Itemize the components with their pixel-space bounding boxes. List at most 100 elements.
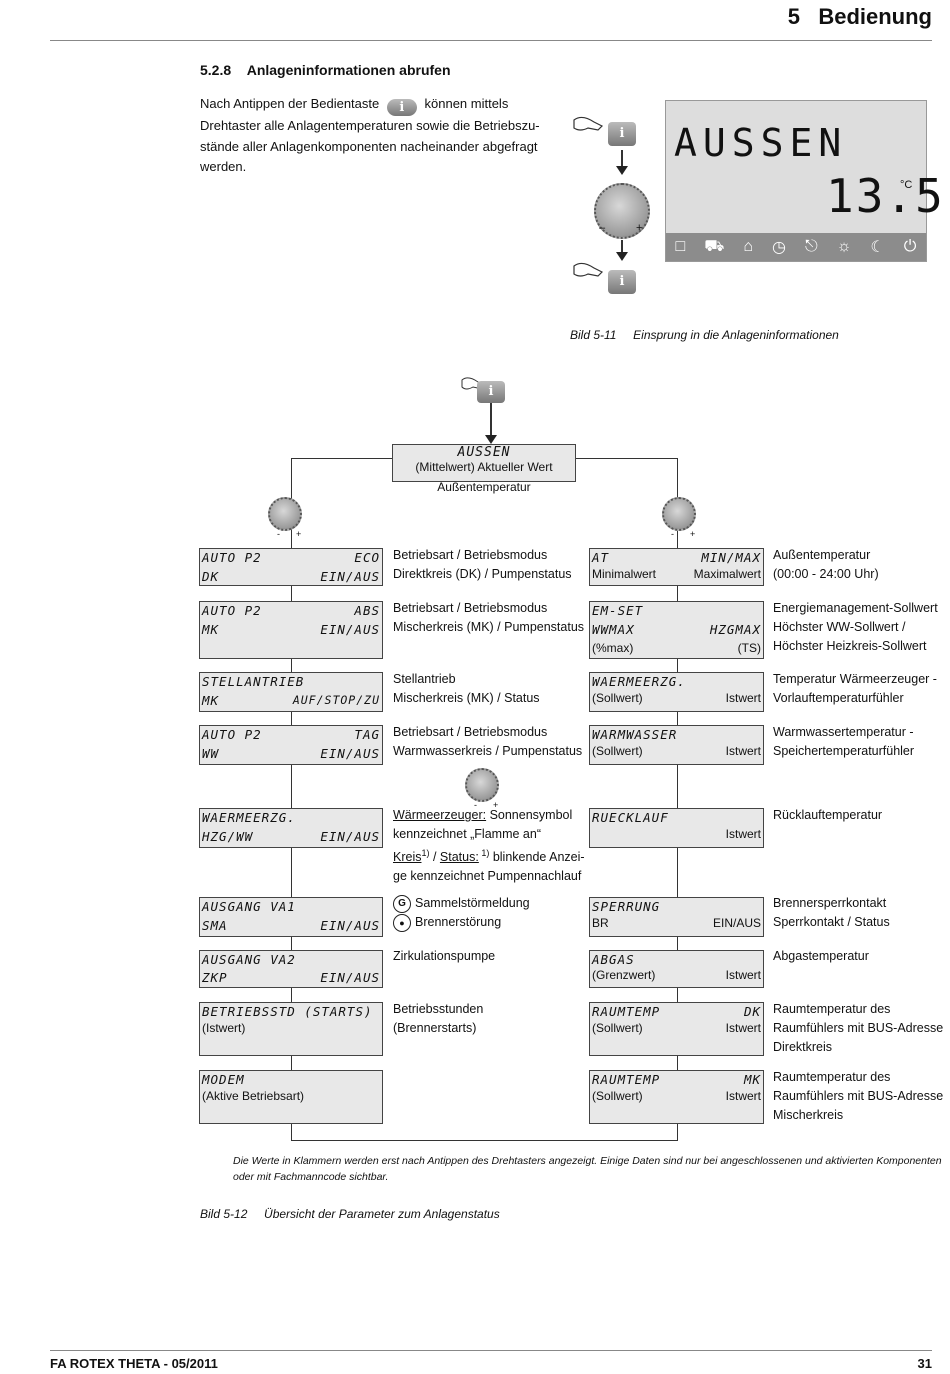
rotary-knob-middle: [465, 768, 499, 802]
right-box-2-lcd2r: HZGMAX: [709, 622, 761, 637]
lcd-display-value: 13.5: [826, 169, 945, 223]
right-desc-9-l2: Raumfühlers mit BUS-Adresse: [773, 1089, 944, 1103]
knob-right-plus: +: [690, 529, 696, 539]
lcd-display: AUSSEN 13.5 °C □ ⛟ ⌂ ◷ ⎋ ☼ ☾ ⏻: [665, 100, 943, 262]
right-desc-3: Temperatur Wärmeerzeuger - Vorlauftemper…: [773, 670, 937, 708]
header-rule: [50, 40, 932, 41]
right-desc-1: Außentemperatur (00:00 - 24:00 Uhr): [773, 546, 879, 584]
waerme-l2: kennzeichnet „Flamme an“: [393, 827, 541, 841]
right-box-6: SPERRUNG BR EIN/AUS: [589, 897, 764, 937]
intro-paragraph: Nach Antippen der Bedientaste i können m…: [200, 94, 545, 178]
left-box-5-lcd2: HZG/WW: [202, 829, 254, 844]
right-box-6-t2r: EIN/AUS: [712, 916, 761, 930]
left-box-7-lcd1: AUSGANG VA2: [202, 952, 296, 967]
hand-icon: [572, 112, 606, 138]
right-box-9-lcd1: RAUMTEMP: [592, 1072, 661, 1087]
section-heading: 5.2.8 Anlageninformationen abrufen: [200, 62, 451, 78]
section-number: 5.2.8: [200, 62, 232, 78]
para-line-2: Drehtaster alle Anlagentemperaturen sowi…: [200, 118, 540, 133]
left-desc-7: Zirkulationspumpe: [393, 947, 495, 966]
knob-left-minus: -: [277, 529, 280, 539]
right-desc-2-l1: Energiemanagement-Sollwert: [773, 601, 938, 615]
right-box-4: WARMWASSER (Sollwert) Istwert: [589, 725, 764, 765]
right-box-4-t2: (Sollwert): [592, 744, 643, 758]
aussen-box-line3: Außentemperatur: [437, 480, 531, 494]
left-box-6-lcd2: SMA: [202, 918, 228, 933]
clock-icon: ◷: [772, 239, 786, 256]
knob-mid-plus: +: [493, 800, 499, 810]
tree-top-left: [291, 458, 392, 459]
tree-left-vertical: [291, 458, 292, 1140]
right-box-1-lcd1: AT: [592, 550, 610, 565]
right-box-1-t2: Minimalwert: [592, 567, 657, 581]
power-icon: ⏻: [903, 238, 917, 255]
waerme-s3: /: [429, 850, 440, 865]
right-box-7-lcd1: ABGAS: [592, 952, 635, 967]
g-circle-icon: G: [393, 894, 411, 913]
right-desc-6-l2: Sperrkontakt / Status: [773, 915, 890, 929]
right-box-8: RAUMTEMP DK (Sollwert) Istwert: [589, 1002, 764, 1056]
moon-icon: ☾: [870, 239, 885, 256]
arrow-shaft-3: [490, 403, 492, 439]
left-box-9-t2: (Aktive Betriebsart): [202, 1089, 305, 1103]
right-desc-9: Raumtemperatur des Raumfühlers mit BUS-A…: [773, 1068, 943, 1125]
caption1-text: Einsprung in die Anlageninformationen: [633, 328, 839, 342]
arrow-shaft-2: [621, 240, 623, 256]
sun-icon: ☼: [836, 238, 852, 255]
left-desc-2-l2: Mischerkreis (MK) / Pumpenstatus: [393, 620, 585, 634]
waerme-sup: 1): [421, 848, 430, 858]
para-text-2: können mittels: [424, 96, 509, 111]
waerme-l4: ge kennzeichnet Pumpennachlauf: [393, 869, 582, 884]
right-desc-6: Brennersperrkontakt Sperrkontakt / Statu…: [773, 894, 890, 932]
waerme-u3: Kreis: [393, 850, 422, 865]
right-desc-7-l1: Abgastemperatur: [773, 949, 869, 963]
right-box-8-lcd1: RAUMTEMP: [592, 1004, 661, 1019]
right-desc-9-l1: Raumtemperatur des: [773, 1070, 891, 1084]
figure2-caption: Bild 5-12 Übersicht der Parameter zum An…: [200, 1207, 500, 1221]
chapter-title: Bedienung: [818, 4, 932, 29]
left-box-3-lcd1: STELLANTRIEB: [202, 674, 305, 689]
left-desc-1-l1: Betriebsart / Betriebsmodus: [393, 548, 548, 562]
info-button-inline: i: [386, 99, 417, 116]
right-desc-8-l3: Direktkreis: [773, 1040, 833, 1054]
right-desc-2: Energiemanagement-Sollwert Höchster WW-S…: [773, 599, 938, 656]
rotary-knob-right: [662, 497, 696, 531]
knob-mid-minus: -: [474, 800, 477, 810]
left-box-6: AUSGANG VA1 SMA EIN/AUS: [199, 897, 383, 937]
right-box-6-t2: BR: [592, 916, 609, 930]
right-box-5: RUECKLAUF Istwert: [589, 808, 764, 848]
right-box-9-t2: (Sollwert): [592, 1089, 643, 1103]
right-desc-8-l1: Raumtemperatur des: [773, 1002, 891, 1016]
left-box-1-lcd1: AUTO P2: [202, 550, 262, 565]
tap-icon: ⎋: [805, 238, 818, 255]
aussen-box-line2: (Mittelwert) Aktueller Wert: [415, 460, 553, 474]
aussen-box: AUSSEN (Mittelwert) Aktueller Wert Außen…: [392, 444, 576, 494]
left-box-3-lcd2: MK: [202, 693, 220, 708]
right-box-4-t2r: Istwert: [725, 744, 761, 758]
left-box-4-lcd2r: EIN/AUS: [320, 746, 380, 761]
right-desc-5: Rücklauftemperatur: [773, 806, 882, 825]
left-box-6-lcd1: AUSGANG VA1: [202, 899, 296, 914]
left-box-8-lcd1: BETRIEBSSTD (STARTS): [202, 1004, 373, 1019]
left-desc-1-l2: Direktkreis (DK) / Pumpenstatus: [393, 567, 572, 581]
left-desc-7-l1: Zirkulationspumpe: [393, 949, 496, 963]
right-box-7-t2r: Istwert: [725, 968, 761, 982]
right-desc-4-l1: Warmwassertemperatur -: [773, 725, 914, 739]
knob-left-plus: +: [296, 529, 302, 539]
arrow-shaft-1: [621, 150, 623, 172]
right-desc-4-l2: Speichertemperaturfühler: [773, 744, 915, 758]
right-box-2: EM-SET WWMAX HZGMAX (%max) (TS): [589, 601, 764, 659]
footer-rule: [50, 1350, 932, 1351]
left-box-7: AUSGANG VA2 ZKP EIN/AUS: [199, 950, 383, 988]
left-box-2-lcd2r: EIN/AUS: [320, 622, 380, 637]
left-desc-3-l1: Stellantrieb: [393, 672, 456, 686]
left-desc-1: Betriebsart / Betriebsmodus Direktkreis …: [393, 546, 572, 584]
left-box-1-lcd2: DK: [202, 569, 220, 584]
arrow-head-3: [485, 435, 497, 444]
rotary-knob-left: [268, 497, 302, 531]
note-line-1: Die Werte in Klammern werden erst nach A…: [233, 1155, 942, 1167]
house-icon: ⌂: [743, 238, 754, 255]
left-desc-2-l1: Betriebsart / Betriebsmodus: [393, 601, 548, 615]
left-box-1-lcd1r: ECO: [354, 550, 380, 565]
left-desc-4-l2: Warmwasserkreis / Pumpenstatus: [393, 744, 583, 758]
